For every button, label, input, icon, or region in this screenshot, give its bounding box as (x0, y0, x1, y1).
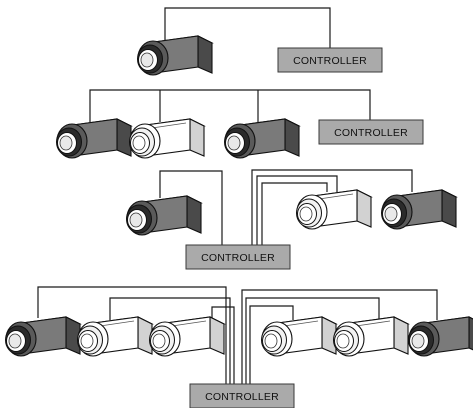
controller-box (277, 47, 383, 73)
camera-icon (125, 195, 202, 236)
connection-wire (159, 170, 223, 245)
camera-icon (380, 189, 457, 230)
connection-wire (256, 175, 338, 245)
group-4: CONTROLLER (4, 286, 473, 408)
group-1: CONTROLLER (136, 7, 383, 76)
controller-box (318, 119, 424, 145)
controller-label: CONTROLLER (293, 55, 367, 67)
group-3: CONTROLLER (125, 169, 457, 270)
camera-icon (260, 316, 337, 357)
camera-icon (76, 316, 153, 357)
connection-wire (241, 289, 438, 385)
controller-label: CONTROLLER (205, 391, 279, 403)
group-2: CONTROLLER (55, 89, 424, 159)
controller-label: CONTROLLER (334, 127, 408, 139)
camera-icon (407, 316, 473, 357)
camera-icon (4, 316, 81, 357)
connection-wire (89, 89, 371, 122)
camera-icon (136, 35, 213, 76)
controller-box (189, 383, 295, 408)
controller-box (185, 244, 291, 270)
connection-wire (251, 169, 413, 245)
camera-icon (295, 189, 372, 230)
camera-icon (55, 118, 132, 159)
camera-icon (128, 118, 205, 159)
camera-icon (223, 118, 300, 159)
camera-icon (148, 316, 225, 357)
controller-label: CONTROLLER (201, 252, 275, 264)
connection-wire (211, 306, 235, 385)
connection-wire (249, 305, 294, 385)
connection-wire (37, 286, 227, 385)
connection-wire (164, 7, 331, 48)
connection-wire (261, 182, 328, 245)
camera-icon (332, 316, 409, 357)
connection-wire (245, 297, 380, 385)
connection-wire (109, 297, 231, 385)
